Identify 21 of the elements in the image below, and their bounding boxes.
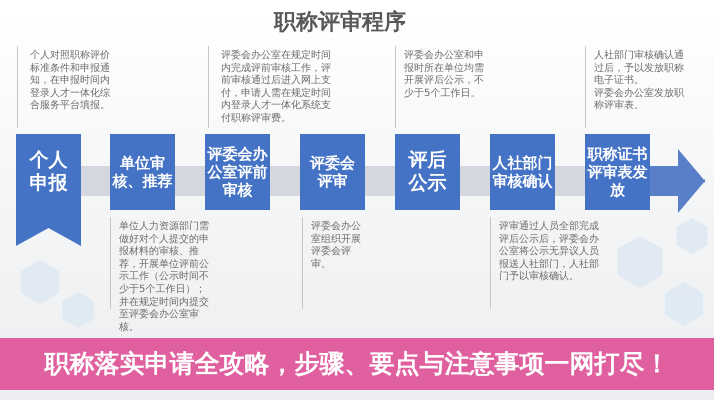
ribbon-box: 个人申报 bbox=[16, 134, 81, 246]
step-description: 人社部门审核确认通过后，予以发放职称电子证书。 bbox=[594, 50, 685, 88]
step-box: 职称证书评审表发放 bbox=[585, 134, 650, 210]
connector bbox=[81, 166, 110, 196]
step-description: 评审通过人员全部完成评后公示后，评委会办公室将公示无异议人员报送人社部门，人社部门予以审核确认。 bbox=[499, 221, 600, 284]
connector bbox=[365, 166, 395, 196]
title: 职称评审程序 bbox=[274, 8, 406, 37]
step-description: 评委会办公室和申报时所在单位均需开展评后公示，不少于5个工作日。 bbox=[404, 50, 485, 100]
connector bbox=[460, 166, 490, 196]
step-box: 评后公示 bbox=[395, 134, 460, 210]
step-box: 单位审核、推荐 bbox=[110, 134, 175, 210]
headline-banner: 职称落实申请全攻略，步骤、要点与注意事项一网打尽！ bbox=[0, 338, 714, 390]
step-description: 评委会办公室发放职称评审表。 bbox=[594, 88, 685, 113]
step-box: 评委会办公室评前审核 bbox=[205, 134, 270, 210]
step-box: 评委会评审 bbox=[300, 134, 365, 210]
step-description: 单位人力资源部门需做好对个人提交的申报材料的审核、推荐，开展单位评前公示工作（公示时间不少于5个工作日）；并在规定时间内提交至评委会办公室审核。 bbox=[119, 221, 210, 334]
step-description: 评委会办公室在规定时间内完成评前审核工作，评前审核通过后进入网上支付，申请人需在规定时间内登录人才一体化系统支付职称评审费。 bbox=[221, 50, 332, 126]
connector bbox=[175, 166, 205, 196]
step-description: 评委会办公室组织开展评委会评审。 bbox=[311, 221, 362, 272]
step-description: 个人对照职称评价标准条件和申报通知，在申报时间内登录人才一体化综合服务平台填报。 bbox=[30, 50, 111, 113]
step-box: 人社部门审核确认 bbox=[490, 134, 555, 210]
